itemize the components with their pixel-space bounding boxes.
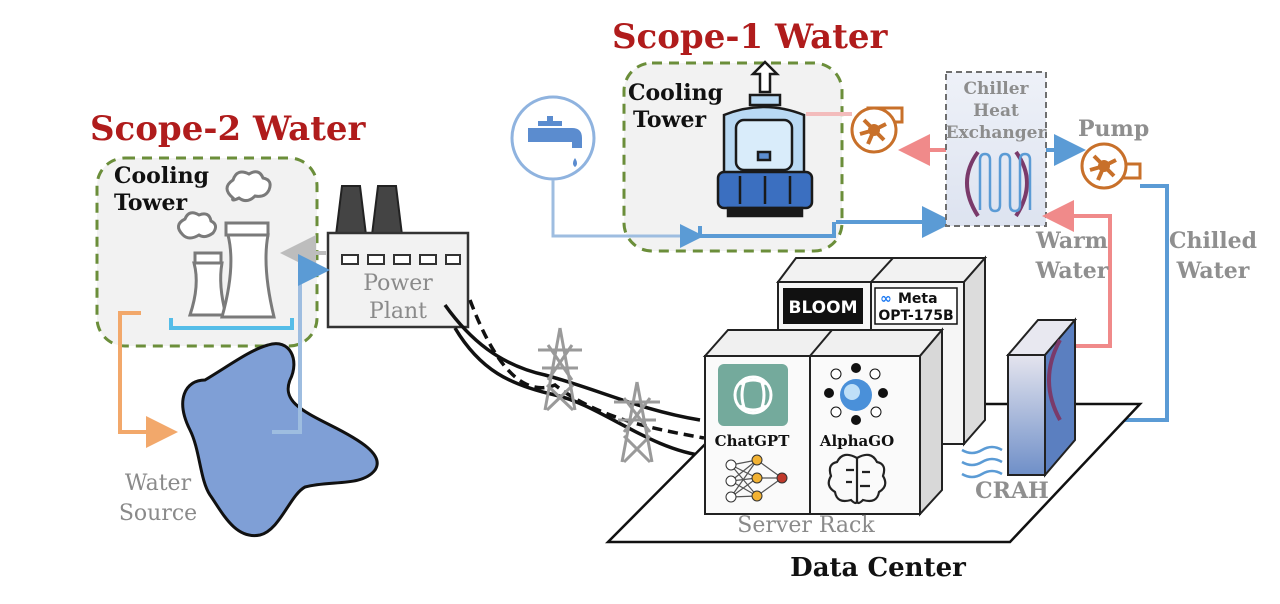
- meta-logo-text: Meta: [898, 291, 938, 307]
- data-center-label: Data Center: [790, 553, 966, 583]
- pump-icon-1: [850, 106, 904, 154]
- chilled-water-pipe: [1052, 184, 1169, 436]
- scope1-cooling-tower-label-2: Tower: [633, 107, 706, 133]
- power-plant-label-2: Plant: [369, 299, 427, 324]
- faucet-to-tower-pipe: [551, 180, 704, 248]
- water-source-label-2: Source: [119, 501, 197, 526]
- water-source-label-1: Water: [125, 471, 192, 496]
- scope1-cooling-tower-label-1: Cooling: [628, 80, 723, 106]
- warm-water-label-1: Warm: [1035, 228, 1108, 254]
- scope2-cooling-tower-label-1: Cooling: [114, 163, 209, 189]
- transmission-tower-icon-2: [614, 381, 660, 464]
- chiller-label-1: Chiller: [963, 79, 1029, 99]
- alphago-label: AlphaGO: [819, 432, 894, 450]
- chilled-water-label-2: Water: [1176, 258, 1250, 284]
- scope1-cooling-tower-icon: [716, 60, 814, 218]
- scope2-discharge-pipe: [118, 311, 178, 448]
- alphago-logo-icon: [824, 363, 888, 425]
- crah-unit: [1005, 317, 1078, 478]
- water-source-body: [181, 342, 379, 538]
- server-rack-label: Server Rack: [737, 513, 875, 538]
- meta-model-text: OPT-175B: [878, 308, 953, 324]
- chatgpt-logo-icon: [718, 364, 788, 426]
- chatgpt-label: ChatGPT: [715, 432, 791, 450]
- scope2-cooling-tower-label-2: Tower: [114, 190, 187, 216]
- pump-label: Pump: [1078, 116, 1149, 142]
- pump-icon-2: [1080, 142, 1142, 190]
- scope2-title: Scope-2 Water: [90, 109, 367, 149]
- transmission-tower-icon-1: [538, 327, 582, 412]
- airflow-icon: [961, 445, 1003, 479]
- scope2-intake-pipe: [272, 254, 330, 434]
- scope2-cooling-tower-icon: [177, 170, 276, 319]
- bloom-logo-text: BLOOM: [788, 298, 857, 318]
- chiller-label-2: Heat: [973, 101, 1019, 121]
- chatgpt-knot-icon: [733, 375, 773, 415]
- power-plant-label-1: Power: [363, 271, 433, 296]
- neural-network-icon: [725, 454, 788, 503]
- chiller-label-3: Exchanger: [946, 123, 1048, 143]
- power-transmission-lines: [443, 299, 707, 458]
- crah-label: CRAH: [975, 478, 1049, 504]
- warm-water-label-2: Water: [1035, 258, 1109, 284]
- water-faucet-icon: [510, 95, 596, 181]
- meta-logo: [874, 287, 958, 325]
- brain-circuit-icon: [827, 453, 887, 505]
- heat-exchanger-coil-icon: [965, 150, 1032, 218]
- chilled-water-label-1: Chilled: [1169, 228, 1257, 254]
- meta-infinity-icon: ∞: [880, 291, 892, 307]
- scope1-title: Scope-1 Water: [612, 17, 889, 57]
- bloom-logo: [783, 288, 863, 324]
- warm-water-pipe: [1042, 200, 1112, 348]
- power-plant-icon: [326, 185, 470, 329]
- scope2-water-basin: [169, 318, 294, 330]
